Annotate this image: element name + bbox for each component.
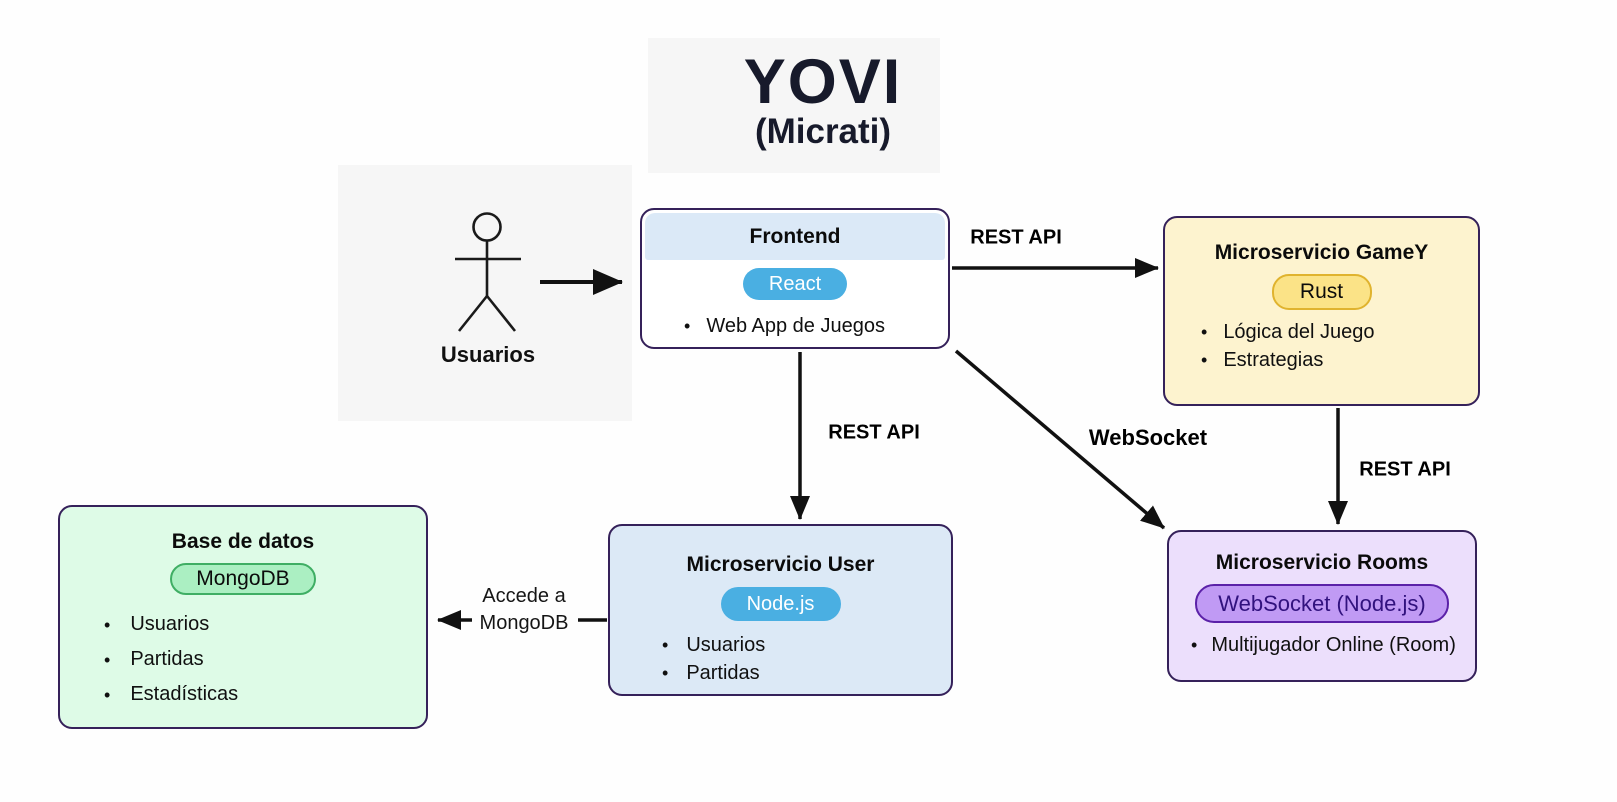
bullet-icon: • bbox=[662, 635, 669, 655]
list-item-label: Usuarios bbox=[130, 613, 210, 635]
list-item-label: Estadísticas bbox=[130, 683, 239, 705]
edge-label-accede-mongodb: Accede a MongoDB bbox=[480, 583, 569, 637]
node-title: Microservicio User bbox=[686, 553, 875, 576]
badge-react: React bbox=[743, 268, 847, 300]
badge-nodejs: Node.js bbox=[720, 587, 841, 621]
bullet-icon: • bbox=[684, 316, 691, 336]
diagram-subtitle: (Micrati) bbox=[754, 112, 892, 151]
node-user[interactable]: Microservicio User Node.js • Usuarios • … bbox=[608, 524, 953, 696]
node-title: Frontend bbox=[749, 224, 841, 248]
list-item: • Partidas bbox=[60, 642, 426, 677]
bullet-icon: • bbox=[104, 649, 111, 670]
list-item: • Web App de Juegos bbox=[642, 313, 948, 339]
bullet-icon: • bbox=[1201, 322, 1208, 342]
bullet-icon: • bbox=[1191, 635, 1198, 655]
list-item: • Partidas bbox=[610, 660, 951, 688]
edge-label-rest-api-frontend-gamey: REST API bbox=[970, 226, 1062, 249]
actor-background-panel bbox=[338, 165, 632, 421]
edge-label-line: MongoDB bbox=[479, 612, 569, 634]
list-item-label: Partidas bbox=[686, 662, 760, 684]
list-item: • Multijugador Online (Room) bbox=[1169, 632, 1475, 658]
bullet-icon: • bbox=[662, 663, 669, 683]
list-item-label: Lógica del Juego bbox=[1223, 321, 1375, 343]
diagram-title: YOVI bbox=[743, 47, 903, 117]
node-database[interactable]: Base de datos MongoDB • Usuarios • Parti… bbox=[58, 505, 428, 729]
list-item: • Lógica del Juego bbox=[1165, 319, 1478, 347]
list-item-label: Multijugador Online (Room) bbox=[1211, 634, 1456, 656]
bullet-icon: • bbox=[104, 684, 111, 705]
badge-mongodb: MongoDB bbox=[170, 563, 316, 595]
list-item: • Usuarios bbox=[60, 607, 426, 642]
bullet-icon: • bbox=[104, 614, 111, 635]
list-item: • Estadísticas bbox=[60, 677, 426, 712]
edge-label-websocket: WebSocket bbox=[1088, 425, 1208, 450]
list-item-label: Partidas bbox=[130, 648, 204, 670]
edge-label-rest-api-gamey-rooms: REST API bbox=[1359, 458, 1451, 481]
badge-websocket-nodejs: WebSocket (Node.js) bbox=[1195, 584, 1449, 623]
node-frontend[interactable]: Frontend React • Web App de Juegos bbox=[640, 208, 950, 349]
badge-rust: Rust bbox=[1271, 274, 1372, 310]
edge-label-rest-api-frontend-user: REST API bbox=[828, 421, 920, 444]
node-gamey[interactable]: Microservicio GameY Rust • Lógica del Ju… bbox=[1163, 216, 1480, 406]
title-background-panel bbox=[648, 38, 940, 173]
list-item: • Usuarios bbox=[610, 632, 951, 660]
actor-label: Usuarios bbox=[440, 342, 536, 367]
list-item-label: Estrategias bbox=[1223, 349, 1324, 371]
list-item-label: Web App de Juegos bbox=[706, 315, 885, 337]
frontend-header: Frontend bbox=[645, 213, 945, 260]
node-title: Microservicio GameY bbox=[1214, 241, 1429, 264]
node-rooms[interactable]: Microservicio Rooms WebSocket (Node.js) … bbox=[1167, 530, 1477, 682]
node-title: Base de datos bbox=[171, 530, 315, 553]
bullet-icon: • bbox=[1201, 350, 1208, 370]
list-item: • Estrategias bbox=[1165, 347, 1478, 375]
list-item-label: Usuarios bbox=[686, 634, 766, 656]
edge-label-line: Accede a bbox=[482, 585, 566, 607]
node-title: Microservicio Rooms bbox=[1215, 551, 1429, 574]
